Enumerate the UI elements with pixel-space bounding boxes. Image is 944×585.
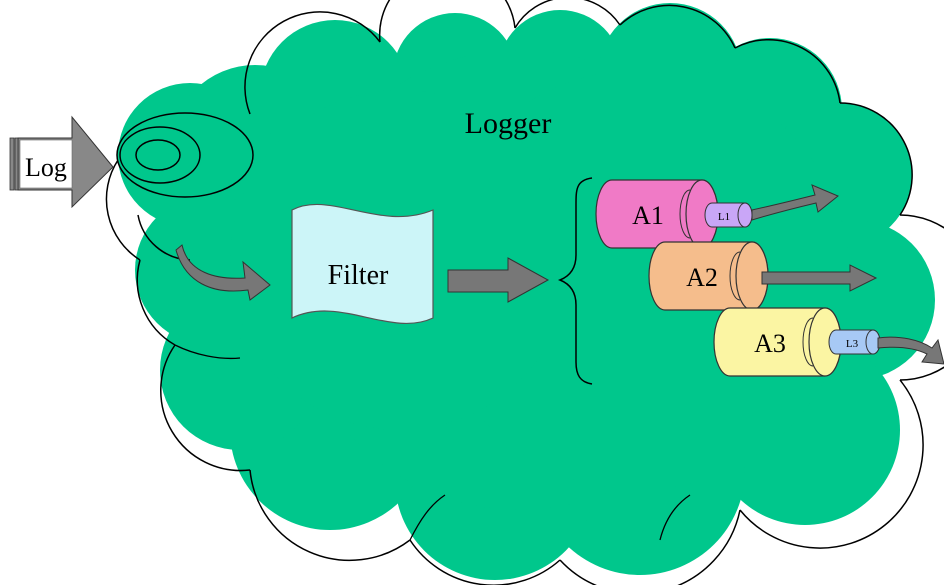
log-label: Log xyxy=(25,153,67,182)
appender-a3-label: A3 xyxy=(754,329,786,358)
output-arrow-l1 xyxy=(751,184,839,221)
layout-l3-label: L3 xyxy=(846,338,859,350)
logger-entry-port xyxy=(116,112,254,198)
appender-a3: A3 xyxy=(713,307,842,377)
appender-brace xyxy=(557,177,593,385)
filter-box: Filter xyxy=(291,203,434,324)
output-arrow-l3 xyxy=(877,336,944,365)
appender-a2: A2 xyxy=(648,241,769,311)
appender-a1: A1 xyxy=(595,179,719,249)
output-arrow-a2 xyxy=(761,264,878,292)
logger-cloud xyxy=(105,0,944,585)
layout-l1-label: L1 xyxy=(718,211,730,223)
layout-l3: L3 xyxy=(828,329,881,355)
appender-a1-label: A1 xyxy=(632,201,664,230)
layout-l1: L1 xyxy=(704,202,753,228)
log-input-arrow: Log xyxy=(9,115,114,209)
logger-title: Logger xyxy=(465,107,552,140)
appender-a2-label: A2 xyxy=(686,263,718,292)
arrow-filter-to-appenders xyxy=(447,257,550,303)
filter-label: Filter xyxy=(328,260,389,291)
curved-arrow-to-filter xyxy=(175,244,271,301)
